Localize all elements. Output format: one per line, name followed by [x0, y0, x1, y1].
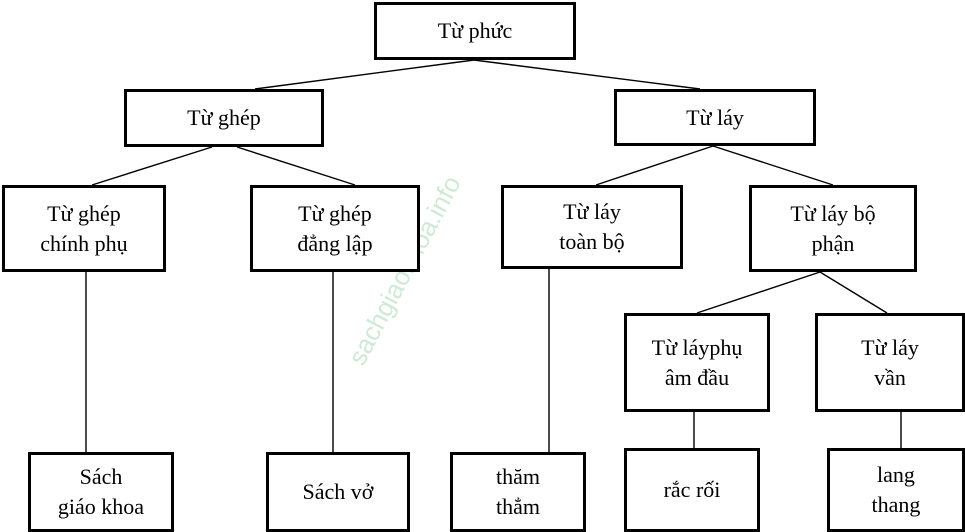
node-tu-lay-bo-phan-label: Từ láy bộ phận [790, 200, 876, 256]
edge-bophan-phuamdau [696, 271, 821, 314]
node-tu-lay-label: Từ láy [686, 104, 744, 130]
edge-tughep-danglap [236, 146, 356, 186]
example-lang-thang: lang thang [827, 448, 965, 532]
edge-tulay-bophan [712, 145, 834, 186]
example-sach-vo-label: Sách vở [302, 479, 374, 504]
example-rac-roi-label: rắc rối [663, 477, 721, 502]
node-tu-phuc-label: Từ phức [437, 18, 513, 43]
example-tham-tham-label: thăm thẳm [496, 464, 540, 519]
example-lang-thang-label: lang thang [871, 462, 921, 517]
example-rac-roi: rắc rối [624, 448, 760, 532]
node-tu-lay-toan-bo-label: Từ láy toàn bộ [559, 199, 625, 254]
node-tu-ghep-dang-lap: Từ ghép đẳng lập [250, 185, 420, 272]
node-tu-ghep-dang-lap-label: Từ ghép đẳng lập [297, 200, 373, 256]
example-sach-vo: Sách vở [266, 452, 410, 532]
edge-bophan-van [819, 271, 888, 314]
edge-tughep-chinhphu [91, 146, 213, 186]
edge-tuphuc-tughep [254, 59, 475, 90]
node-tu-lay-toan-bo: Từ láy toàn bộ [501, 185, 683, 269]
node-tu-ghep-label: Từ ghép [187, 105, 261, 130]
node-tu-phuc: Từ phức [374, 2, 576, 60]
example-tham-tham: thăm thẳm [450, 452, 586, 532]
node-tu-ghep-chinh-phu: Từ ghép chính phụ [2, 185, 166, 272]
node-tu-lay: Từ láy [614, 89, 816, 146]
node-tu-lay-van: Từ láy vần [815, 313, 965, 412]
node-tu-lay-phu-am-dau: Từ láyphụ âm đầu [624, 313, 770, 412]
example-sach-giao-khoa: Sách giáo khoa [28, 452, 174, 532]
edge-tuphuc-tulay [473, 59, 701, 90]
node-tu-lay-van-label: Từ láy vần [861, 334, 919, 390]
edge-tulay-toanbo [595, 145, 714, 186]
node-tu-ghep: Từ ghép [124, 89, 324, 147]
example-sach-giao-khoa-label: Sách giáo khoa [57, 464, 145, 519]
node-tu-lay-bo-phan: Từ láy bộ phận [749, 185, 917, 272]
node-tu-ghep-chinh-phu-label: Từ ghép chính phụ [40, 200, 128, 256]
node-tu-lay-phu-am-dau-label: Từ láyphụ âm đầu [651, 334, 743, 390]
